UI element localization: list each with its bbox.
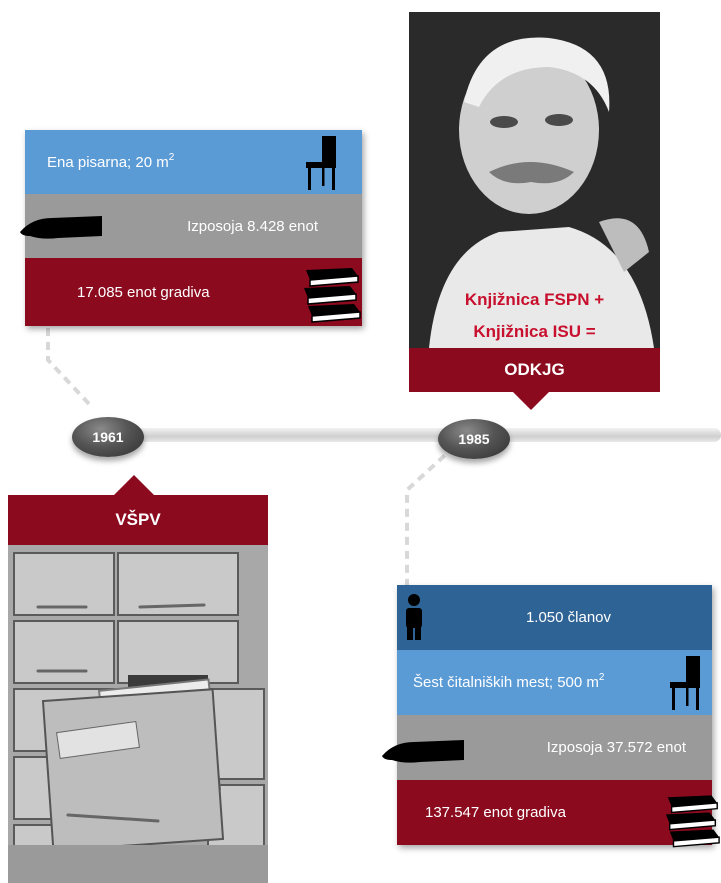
members-text: 1.050 članov — [525, 609, 612, 626]
label-odkjg-pointer — [513, 392, 549, 410]
office-unit-sup: 2 — [168, 151, 175, 163]
holdings-row: 17.085 enot gradiva — [25, 258, 362, 326]
label-odkjg: ODKJG — [409, 348, 660, 392]
portrait-figure — [409, 12, 660, 348]
seats-text: Šest čitalniških mest; 500 m — [413, 674, 599, 691]
office-text: Ena pisarna; 20 m — [47, 153, 169, 171]
portrait-overlay-line2: Knjižnica ISU = — [473, 322, 596, 341]
loans-text-1985: Izposoja 37.572 enot — [546, 739, 686, 756]
books-icon — [304, 268, 361, 323]
hand-icon — [382, 740, 464, 763]
seats-unit-sup: 2 — [598, 672, 605, 683]
card-catalog-drawers — [8, 545, 268, 883]
books-icon — [665, 795, 720, 848]
portrait-photo: Knjižnica FSPN + Knjižnica ISU = — [409, 12, 660, 348]
label-vspv: VŠPV — [8, 495, 268, 545]
chair-icon — [306, 136, 336, 190]
timeline-line — [110, 428, 721, 442]
holdings-text: 17.085 enot gradiva — [77, 283, 210, 301]
connector-1985 — [405, 444, 457, 586]
loans-text: Izposoja 8.428 enot — [187, 217, 318, 235]
holdings-text-1985: 137.547 enot gradiva — [425, 804, 566, 821]
connector-1961 — [46, 328, 92, 407]
year-1961-marker[interactable]: 1961 — [72, 417, 144, 457]
holdings-row-1985: 137.547 enot gradiva — [397, 780, 712, 845]
portrait-overlay-line1: Knjižnica FSPN + — [464, 290, 605, 309]
person-icon — [406, 594, 422, 640]
card-catalog-photo — [8, 545, 268, 883]
year-1985-marker[interactable]: 1985 — [438, 419, 510, 459]
members-row: 1.050 članov — [397, 585, 712, 650]
hand-icon — [20, 216, 102, 239]
label-vspv-pointer — [114, 475, 154, 495]
chair-icon — [670, 656, 700, 710]
